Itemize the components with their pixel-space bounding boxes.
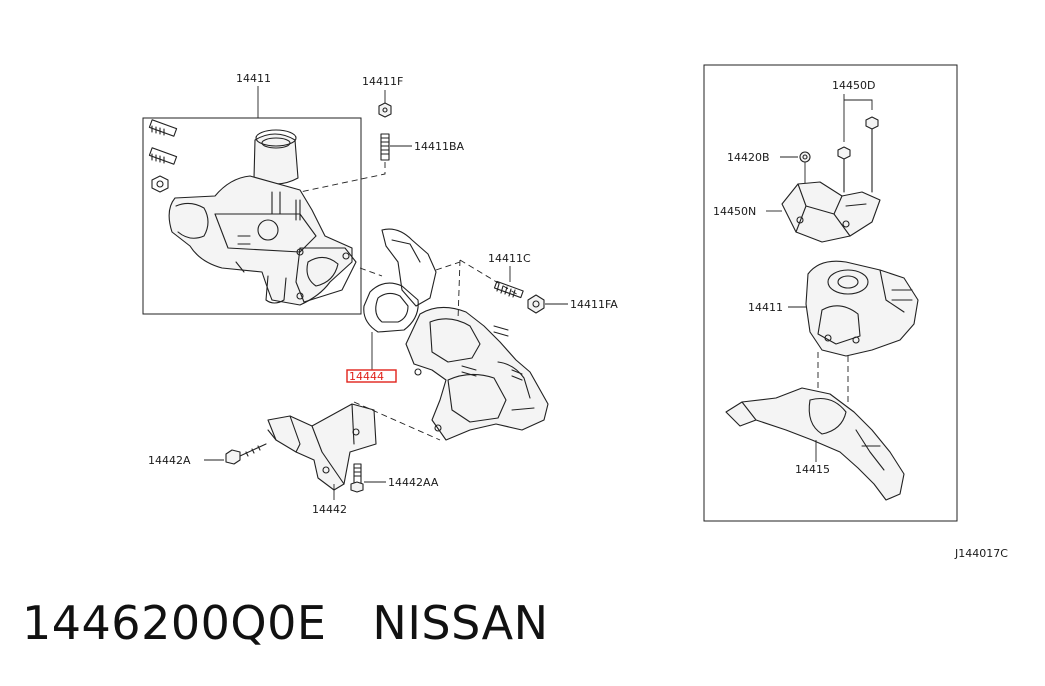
washer-14420B-drawing [799,151,811,163]
label-14411-top: 14411 [236,72,271,85]
leader-14450D [843,94,873,142]
label-14420B: 14420B [727,151,770,164]
label-14442A: 14442A [148,454,191,467]
gasket-14444-drawing [363,282,419,333]
bolt-14450D-b-drawing [837,146,851,193]
bolt-14450D-a-drawing [865,116,879,193]
dash-shield-to-manifold [359,261,461,277]
label-14442AA: 14442AA [388,476,439,489]
label-14450N: 14450N [713,205,756,218]
heat-shield-drawing [381,228,437,307]
label-14442: 14442 [312,503,347,516]
label-14411FA: 14411FA [570,298,618,311]
label-14411C: 14411C [488,252,531,265]
stud-set-drawing [148,119,178,193]
dash-bracket-to-manifold [353,401,441,441]
diagram-code: J144017C [954,547,1008,560]
turbocharger-drawing [168,129,357,306]
bolt-14442AA-drawing [350,463,364,493]
label-14411-right: 14411 [748,301,783,314]
bracket-14442-drawing [267,403,377,491]
right-detail-box [703,64,958,522]
brand-name: NISSAN [372,596,549,650]
stud-14411BA-drawing [380,133,390,161]
label-14444: 14444 [349,370,384,383]
dash-14411C-group [457,259,521,321]
footer: 1446200Q0E NISSAN [22,596,595,650]
highlight-14444 [346,369,397,383]
exhaust-outlet-drawing [405,306,549,441]
insulator-14450N-drawing [781,181,881,243]
heat-shield-14415-drawing [725,387,905,501]
label-14450D: 14450D [832,79,875,92]
nut-14411F-drawing [378,102,392,118]
part-number: 1446200Q0E [22,596,327,650]
label-14411BA: 14411BA [414,140,465,153]
nut-14411FA-drawing [527,294,545,314]
dash-14411BA-to-turbo [299,162,386,193]
turbo-detail-box [142,117,362,315]
label-14411F: 14411F [362,75,403,88]
turbocharger-right-drawing [805,260,919,357]
label-14415: 14415 [795,463,830,476]
bolt-14442A-drawing [225,443,267,465]
stud-14411C-drawing [493,280,524,299]
